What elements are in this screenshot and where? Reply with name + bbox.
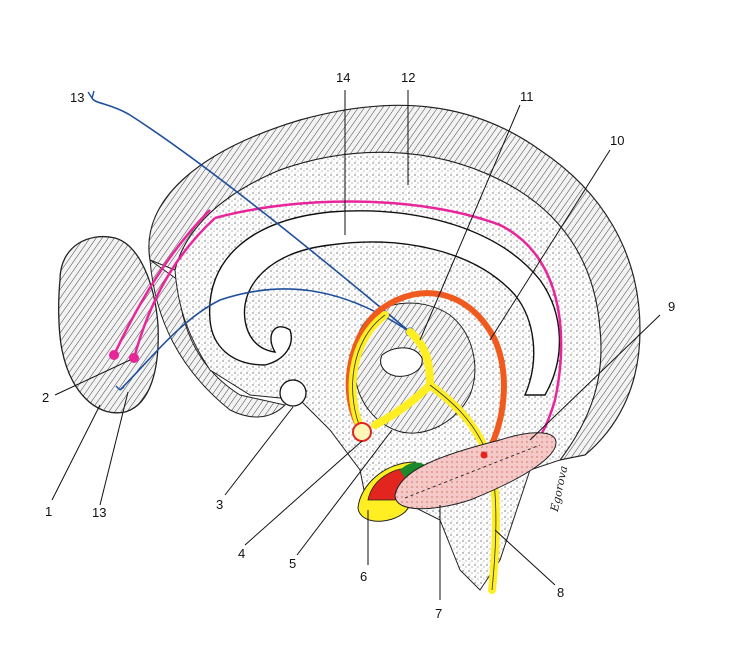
label-13-bottom: 13 [92,505,107,520]
magenta-node-1 [109,350,119,360]
anterior-nucleus-4 [352,422,372,442]
magenta-fiber-tracts [112,200,563,461]
label-2: 2 [42,390,50,405]
anterior-commissure-3 [279,379,307,407]
magenta-node-2 [129,353,139,363]
label-11: 11 [520,89,534,104]
label-13-top: 13 [70,90,85,105]
blue-fiber-end-top [87,90,95,99]
label-12: 12 [401,70,416,85]
label-9: 9 [668,299,676,314]
leader-lines [51,90,661,600]
label-8: 8 [557,585,565,600]
label-14: 14 [336,70,351,85]
pink-body [394,432,557,510]
label-5: 5 [289,556,297,571]
blue-fiber-end-bottom [115,385,125,391]
label-3: 3 [216,497,224,512]
label-6: 6 [360,569,368,584]
frontal-lobe-bulb [58,236,159,414]
red-nucleus-dot [480,451,488,459]
blue-fiber-tracts [91,97,411,391]
label-7: 7 [435,606,443,621]
label-4: 4 [238,546,246,561]
label-10: 10 [610,133,625,148]
lateral-ventricle [208,210,561,396]
label-1: 1 [45,504,53,519]
